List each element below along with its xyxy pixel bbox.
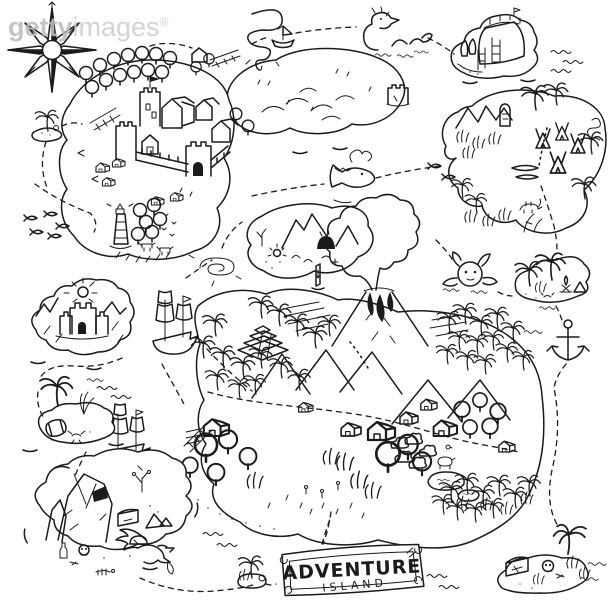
anchor bbox=[546, 319, 590, 361]
moai-statue bbox=[499, 103, 511, 127]
lighthouse bbox=[106, 203, 134, 249]
glowing-gem bbox=[63, 277, 98, 303]
palm-islet-south bbox=[237, 555, 267, 589]
dragon bbox=[115, 528, 175, 575]
octopus bbox=[442, 251, 498, 294]
barrel-islet bbox=[22, 375, 124, 453]
hamlet-huts bbox=[95, 47, 208, 206]
cave-island bbox=[246, 203, 374, 291]
meadow-hills bbox=[226, 47, 410, 155]
fortress-island bbox=[30, 277, 135, 371]
smoke-cloud bbox=[323, 193, 421, 291]
cow-pasture bbox=[138, 242, 174, 256]
treasure-chest bbox=[117, 508, 139, 527]
signpost bbox=[311, 263, 325, 291]
volcano bbox=[323, 193, 429, 347]
mountain-ridge bbox=[251, 349, 511, 425]
dock-pier-sw bbox=[183, 423, 213, 453]
native-island bbox=[441, 82, 607, 234]
banner-subtitle: ISLAND bbox=[322, 576, 388, 595]
shore-arrows bbox=[77, 149, 99, 183]
river-mouth bbox=[523, 213, 543, 233]
whirlpool bbox=[188, 254, 242, 287]
castle-island bbox=[58, 45, 410, 263]
sea-routes bbox=[34, 26, 567, 593]
whale bbox=[329, 149, 376, 204]
pig bbox=[437, 444, 456, 470]
pirate-ship-1 bbox=[152, 290, 199, 355]
mountain-ridge bbox=[455, 105, 513, 129]
potion-bottle bbox=[59, 542, 68, 559]
campfire-islet bbox=[514, 252, 591, 303]
canoes bbox=[511, 164, 539, 180]
tornado bbox=[245, 9, 283, 71]
dead-tree bbox=[135, 465, 148, 493]
fort-island bbox=[450, 7, 539, 85]
waves bbox=[550, 49, 584, 74]
skull-island bbox=[22, 448, 200, 576]
palm-islet-west bbox=[31, 109, 63, 143]
snake bbox=[587, 117, 601, 141]
small-skull bbox=[78, 544, 90, 556]
sea-serpent bbox=[362, 6, 433, 58]
title-banner: ADVENTURE ISLAND bbox=[279, 543, 425, 597]
main-island bbox=[181, 193, 545, 549]
compass-rose bbox=[7, 1, 97, 93]
crops bbox=[267, 494, 365, 519]
treasure-chest bbox=[505, 556, 529, 577]
rowing-boat bbox=[271, 25, 295, 49]
dock-piers bbox=[89, 49, 241, 131]
skull bbox=[541, 559, 555, 573]
cliff-hatching bbox=[115, 251, 171, 263]
ruin-tower bbox=[386, 84, 410, 107]
tiger bbox=[519, 198, 543, 214]
castle-town bbox=[115, 75, 239, 177]
treasure-islet bbox=[497, 523, 591, 594]
